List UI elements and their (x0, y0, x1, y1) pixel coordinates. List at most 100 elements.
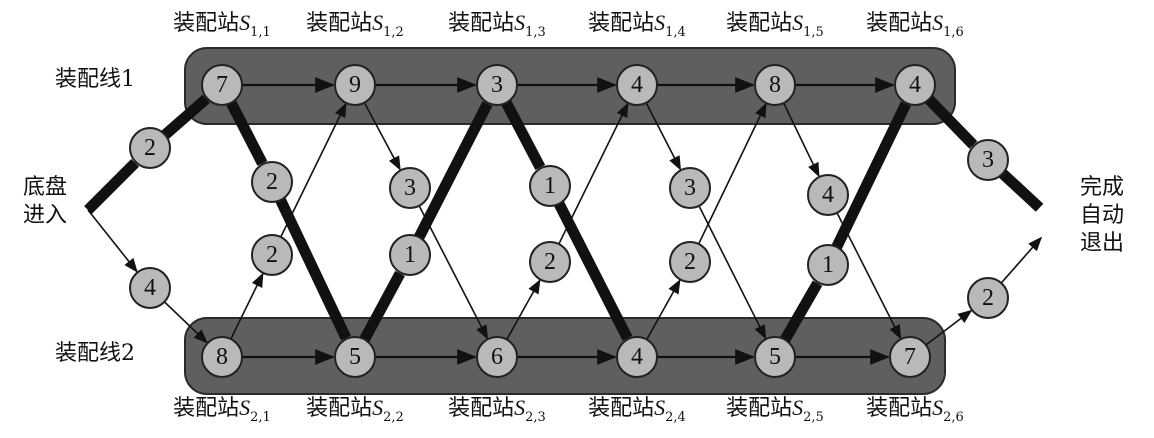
transfer-1to2-2: 3 (389, 167, 431, 209)
station-2-5-value: 5 (769, 344, 781, 370)
edge-15 (405, 101, 493, 258)
line2-label: 装配线2 (55, 341, 135, 366)
station-1-5-circle (754, 64, 796, 106)
transfer-1to2-3-circle (529, 165, 571, 207)
station-2-5-circle (754, 336, 796, 378)
station-2-5: 5 (754, 336, 796, 378)
transfer-1to2-5: 4 (807, 174, 849, 216)
transfer-1to2-4-value: 3 (684, 175, 696, 201)
station-1-5: 8 (754, 64, 796, 106)
station-2-4: 4 (616, 336, 658, 378)
transfer-2to1-4: 2 (669, 241, 711, 283)
transfer-1to2-2-circle (389, 167, 431, 209)
transfer-2to1-3-circle (529, 241, 571, 283)
transfer-2to1-3: 2 (529, 241, 571, 283)
station-1-4-value: 4 (631, 72, 643, 98)
station-1-5-value: 8 (769, 72, 781, 98)
station-2-4-circle (616, 336, 658, 378)
station-1-1: 7 (201, 64, 243, 106)
exit-time-1-value: 3 (982, 147, 994, 173)
entry-label-2: 进入 (23, 203, 67, 228)
exit-time-1: 3 (967, 139, 1009, 181)
entry-time-1: 2 (129, 127, 171, 169)
station-2-3-value: 6 (491, 344, 503, 370)
station-1-2-circle (334, 64, 376, 106)
station-2-4-value: 4 (631, 344, 643, 370)
transfer-2to1-4-value: 2 (684, 249, 696, 275)
transfer-2to1-3-value: 2 (544, 249, 556, 275)
transfer-1to2-4-circle (669, 167, 711, 209)
station-1-2: 9 (334, 64, 376, 106)
transfer-1to2-4: 3 (669, 167, 711, 209)
edge-0 (84, 158, 140, 214)
transfer-2to1-1-circle (251, 234, 293, 276)
station-2-1-value: 8 (216, 344, 228, 370)
station-1-3: 3 (476, 64, 518, 106)
station-label-1-5: 装配站S1,5 (726, 10, 824, 40)
entry-time-2: 4 (129, 267, 171, 309)
entry-time-2-value: 4 (144, 275, 156, 301)
edges-layer (84, 77, 1044, 365)
station-1-6-circle (894, 64, 936, 106)
station-1-4-circle (616, 64, 658, 106)
exit-label-2: 自动 (1080, 203, 1124, 228)
station-2-1-circle (201, 336, 243, 378)
edge-9 (267, 179, 351, 341)
exit-label-1: 完成 (1080, 175, 1124, 200)
station-1-3-value: 3 (491, 72, 503, 98)
station-label-1-2: 装配站S1,2 (306, 10, 404, 40)
entry-time-1-value: 2 (144, 135, 156, 161)
entry-time-1-circle (129, 127, 171, 169)
transfer-1to2-1-circle (251, 161, 293, 203)
transfer-2to1-1-value: 2 (266, 242, 278, 268)
transfer-2to1-1: 2 (251, 234, 293, 276)
station-2-1: 8 (201, 336, 243, 378)
transfer-1to2-3: 1 (529, 165, 571, 207)
edge-17 (545, 183, 633, 341)
transfer-2to1-2-circle (389, 234, 431, 276)
station-label-2-3: 装配站S2,3 (448, 395, 546, 425)
exit-time-2-value: 2 (982, 285, 994, 311)
station-2-3: 6 (476, 336, 518, 378)
transfer-2to1-4-circle (669, 241, 711, 283)
transfer-2to1-2: 1 (389, 234, 431, 276)
transfer-1to2-5-circle (807, 174, 849, 216)
station-label-2-1: 装配站S2,1 (173, 395, 271, 425)
transfer-2to1-5-value: 1 (822, 252, 834, 278)
station-label-1-4: 装配站S1,4 (588, 10, 686, 40)
station-label-1-3: 装配站S1,3 (448, 10, 546, 40)
station-1-2-value: 9 (349, 72, 361, 98)
edge-2 (87, 209, 138, 273)
station-label-2-6: 装配站S2,6 (866, 395, 964, 425)
edge-13 (409, 187, 489, 340)
station-2-6: 7 (889, 336, 931, 378)
station-label-2-4: 装配站S2,4 (588, 395, 686, 425)
edge-21 (689, 187, 767, 340)
transfer-2to1-5: 1 (807, 244, 849, 286)
station-1-1-circle (201, 64, 243, 106)
entry-time-2-circle (129, 267, 171, 309)
exit-label-3: 退出 (1080, 231, 1124, 256)
station-1-1-value: 7 (216, 72, 228, 98)
station-2-6-circle (889, 336, 931, 378)
exit-time-1-circle (967, 139, 1009, 181)
transfer-2to1-5-circle (807, 244, 849, 286)
station-2-6-value: 7 (904, 344, 916, 370)
transfer-1to2-3-value: 1 (544, 173, 556, 199)
station-1-6-value: 4 (909, 72, 921, 98)
station-label-2-2: 装配站S2,2 (306, 395, 404, 425)
edge-11 (271, 102, 347, 256)
exit-time-2-circle (967, 277, 1009, 319)
station-1-3-circle (476, 64, 518, 106)
station-1-4: 4 (616, 64, 658, 106)
transfer-1to2-1: 2 (251, 161, 293, 203)
station-label-1-6: 装配站S1,6 (866, 10, 964, 40)
station-1-6: 4 (894, 64, 936, 106)
transfer-1to2-1-value: 2 (266, 169, 278, 195)
transfer-1to2-2-value: 3 (404, 175, 416, 201)
exit-time-2: 2 (967, 277, 1009, 319)
station-2-3-circle (476, 336, 518, 378)
station-2-2: 5 (334, 336, 376, 378)
station-label-2-5: 装配站S2,5 (726, 395, 824, 425)
